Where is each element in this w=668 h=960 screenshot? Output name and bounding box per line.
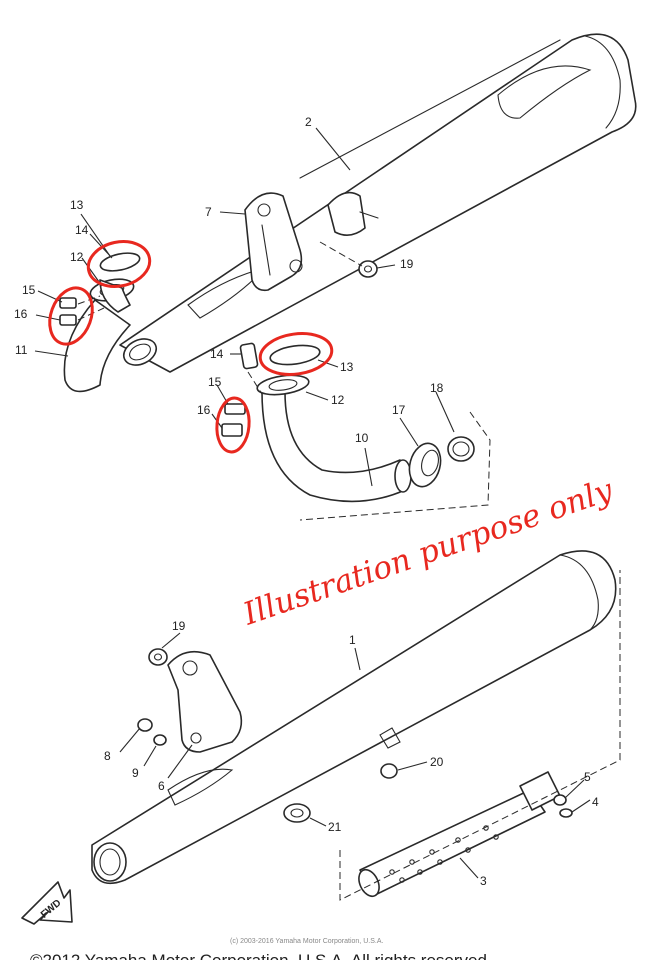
dashed-assembly-line (299, 411, 491, 521)
callout-10: 10 (355, 431, 369, 445)
callout-1: 1 (349, 633, 356, 647)
callout-19-upper: 19 (400, 257, 414, 271)
baffle-tube (358, 771, 573, 898)
highlight-ring-middle-15-16 (215, 396, 251, 454)
leader-lines (34, 127, 591, 879)
lower-muffler (91, 550, 617, 885)
lower-dashed-frame (339, 570, 621, 901)
callout-13-upper: 13 (70, 198, 84, 212)
lower-small-parts (137, 648, 398, 823)
callout-3: 3 (480, 874, 487, 888)
callout-14-upper: 14 (75, 223, 89, 237)
callout-16-middle: 16 (197, 403, 211, 417)
gasket-and-ring (408, 436, 475, 488)
callout-16-upper: 16 (14, 307, 28, 321)
baffle-holes (389, 825, 499, 883)
callout-numbers: 2 7 19 13 14 12 15 16 11 14 13 12 15 16 … (14, 115, 599, 888)
callout-8: 8 (104, 749, 111, 763)
upper-mount-tab (319, 191, 379, 278)
callout-15-middle: 15 (208, 375, 222, 389)
callout-9: 9 (132, 766, 139, 780)
upper-flange-parts (59, 252, 141, 326)
upper-muffler (119, 33, 637, 373)
callout-4: 4 (592, 795, 599, 809)
callout-15-upper: 15 (22, 283, 36, 297)
callout-5: 5 (584, 770, 591, 784)
callout-17: 17 (392, 403, 406, 417)
lower-bracket (167, 650, 243, 753)
callout-11: 11 (15, 343, 28, 357)
upper-bracket (244, 192, 303, 292)
small-copyright: (c) 2003-2016 Yamaha Motor Corporation, … (230, 938, 383, 945)
highlight-ring-middle-13 (258, 332, 334, 376)
callout-2: 2 (305, 115, 312, 129)
highlight-ring-upper-15-16 (48, 286, 94, 346)
callout-6: 6 (158, 779, 165, 793)
footer-copyright: ©2012 Yamaha Motor Corporation, U.S.A. A… (30, 951, 487, 960)
upper-exhaust-pipe (63, 299, 158, 393)
callout-7: 7 (205, 205, 212, 219)
fwd-arrow-icon: FWD (21, 881, 73, 925)
callout-18: 18 (430, 381, 444, 395)
highlight-marks (48, 240, 334, 454)
callout-19-lower: 19 (172, 619, 186, 633)
callout-13-middle: 13 (340, 360, 354, 374)
callout-21: 21 (328, 820, 342, 834)
callout-12-upper: 12 (70, 250, 84, 264)
callout-12-middle: 12 (331, 393, 345, 407)
callout-14-middle: 14 (210, 347, 224, 361)
callout-20: 20 (430, 755, 444, 769)
highlight-ring-upper-13 (86, 240, 152, 288)
